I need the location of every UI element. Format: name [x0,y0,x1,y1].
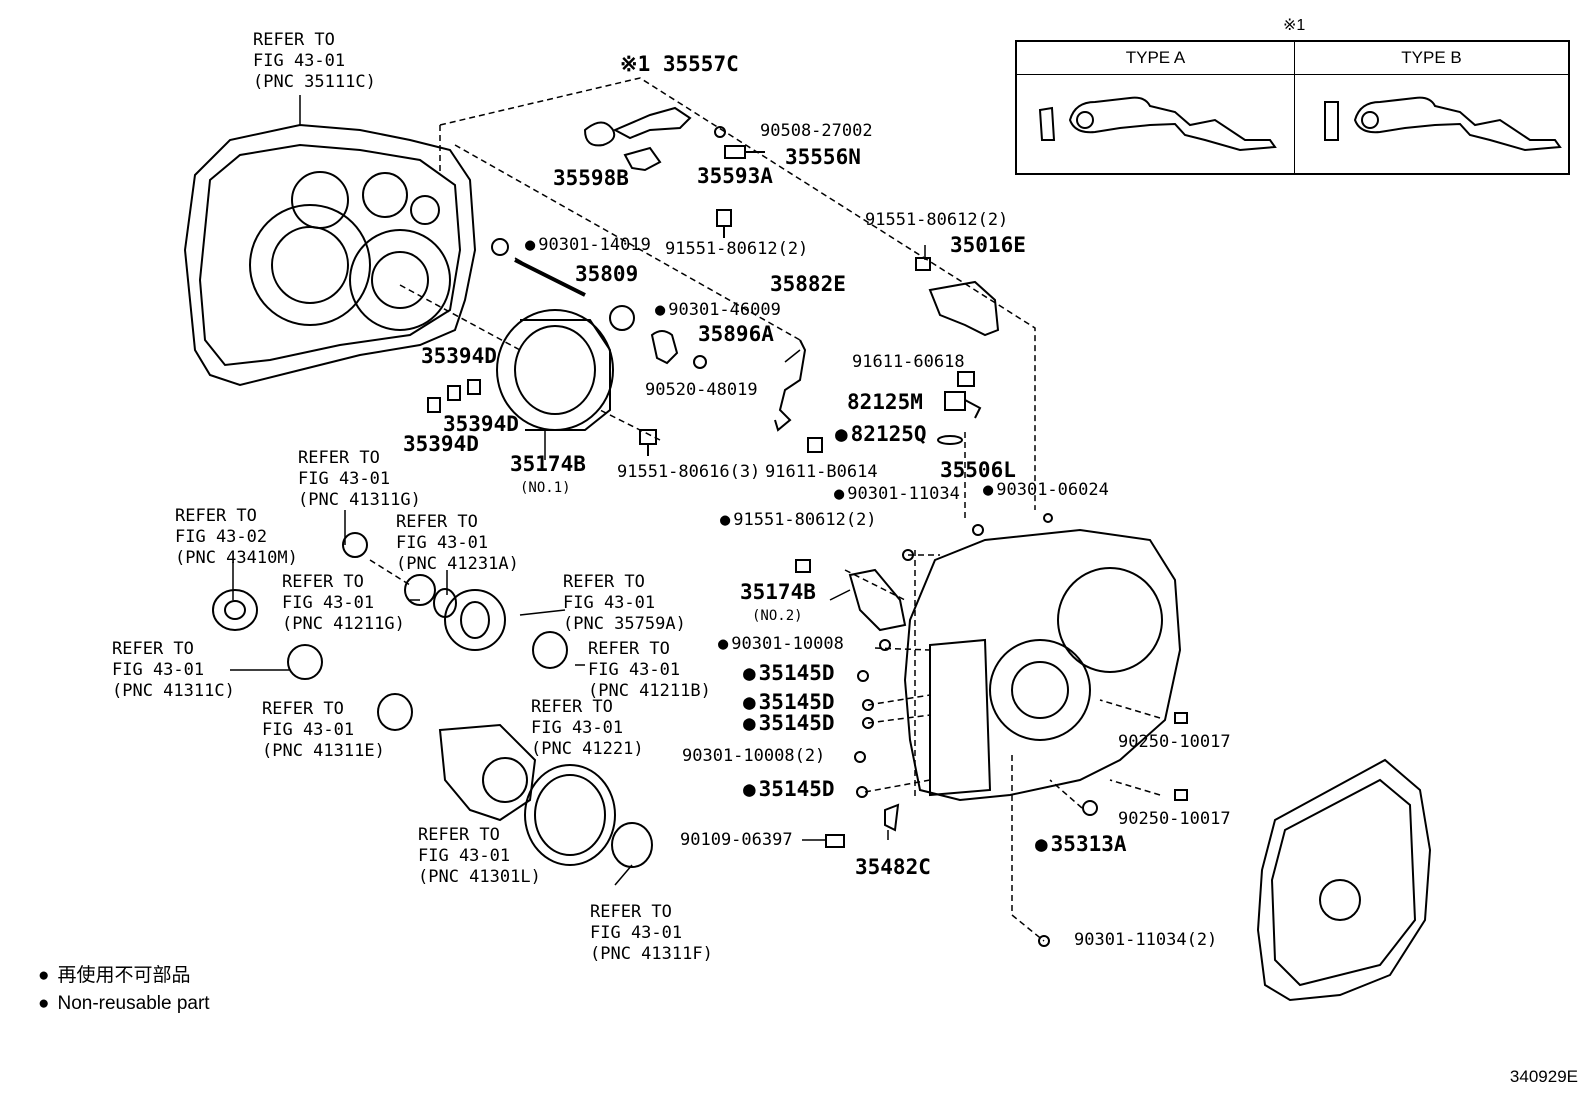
part-91611-60618[interactable]: 91611-60618 [852,352,965,372]
type-table: TYPE A TYPE B [1015,40,1570,175]
differential-assembly [212,532,653,868]
part-90301-06024[interactable]: 90301-06024 [983,480,1109,500]
small-fasteners [795,513,1188,947]
part-35145d-d[interactable]: 35145D [743,777,835,801]
shaft-and-seals [491,238,707,369]
part-35556n[interactable]: 35556N [785,145,861,169]
part-90301-10008-2[interactable]: 90301-10008(2) [682,746,826,766]
part-90250-10017-b[interactable]: 90250-10017 [1118,809,1231,829]
speed-sensor [937,371,982,445]
part-90520-48019[interactable]: 90520-48019 [645,380,758,400]
part-90301-46009[interactable]: 90301-46009 [655,300,781,320]
part-91551-80612-a[interactable]: 91551-80612(2) [665,239,809,259]
part-90250-10017-a[interactable]: 90250-10017 [1118,732,1231,752]
part-35394d-c[interactable]: 35394D [403,432,479,456]
part-91551-80612-b[interactable]: 91551-80612(2) [865,210,1009,230]
legend-ja: 再使用不可部品 [38,962,210,990]
type-a-header: TYPE A [1017,42,1294,75]
oil-pipe [774,339,823,453]
part-35313a[interactable]: 35313A [1035,832,1127,856]
part-35506l[interactable]: 35506L [940,458,1016,482]
part-35145d-b[interactable]: 35145D [743,690,835,714]
part-90301-11034[interactable]: 90301-11034 [834,484,960,504]
type-icons [1038,96,1562,152]
part-35174b-no1-note: (NO.1) [520,480,571,496]
part-35896a[interactable]: 35896A [698,322,774,346]
part-90508-27002[interactable]: 90508-27002 [760,121,873,141]
part-90109-06397[interactable]: 90109-06397 [680,830,793,850]
part-35174b-no2[interactable]: 35174B [740,580,816,604]
part-35174b-no1[interactable]: 35174B [510,452,586,476]
legend-en: Non-reusable part [38,990,209,1018]
part-35557c[interactable]: ※1 35557C [620,52,739,76]
part-35809[interactable]: 35809 [575,262,639,286]
part-90301-14019[interactable]: 90301-14019 [525,235,651,255]
part-35174b-no2-note: (NO.2) [752,608,803,624]
small-blocks [427,379,481,413]
small-case-view [1256,758,1432,1002]
part-35394d-b[interactable]: 35394D [443,412,519,436]
solid-leaders [230,95,926,886]
part-90301-10008[interactable]: 90301-10008 [718,634,844,654]
figure-id: 340929E [1509,1067,1578,1086]
transmission-case-left [183,123,477,387]
transmission-case-right [848,528,1182,802]
bolt-91551 [639,429,657,456]
oil-pump-cover [496,309,614,431]
part-82125m[interactable]: 82125M [847,390,923,414]
type-note-marker: ※1 [1283,17,1306,34]
part-35593a[interactable]: 35593A [697,164,773,188]
type-table-divider [1294,42,1295,173]
part-82125q[interactable]: 82125Q [835,422,927,446]
part-91551-80612-c[interactable]: 91551-80612(2) [720,510,876,530]
part-91611-b0614[interactable]: 91611-B0614 [765,462,878,482]
type-b-header: TYPE B [1295,42,1568,75]
part-91551-80616[interactable]: 91551-80616(3) [617,462,761,482]
part-35145d-a[interactable]: 35145D [743,661,835,685]
part-35598b[interactable]: 35598B [553,166,629,190]
legend: 再使用不可部品 Non-reusable part [38,962,210,1018]
part-35016e[interactable]: 35016E [950,233,1026,257]
part-90301-11034-2[interactable]: 90301-11034(2) [1074,930,1218,950]
part-35394d-a[interactable]: 35394D [421,344,497,368]
part-35482c[interactable]: 35482C [855,855,931,879]
part-35145d-c[interactable]: 35145D [743,711,835,735]
park-lever-parts [583,106,765,238]
part-35882e[interactable]: 35882E [770,272,846,296]
